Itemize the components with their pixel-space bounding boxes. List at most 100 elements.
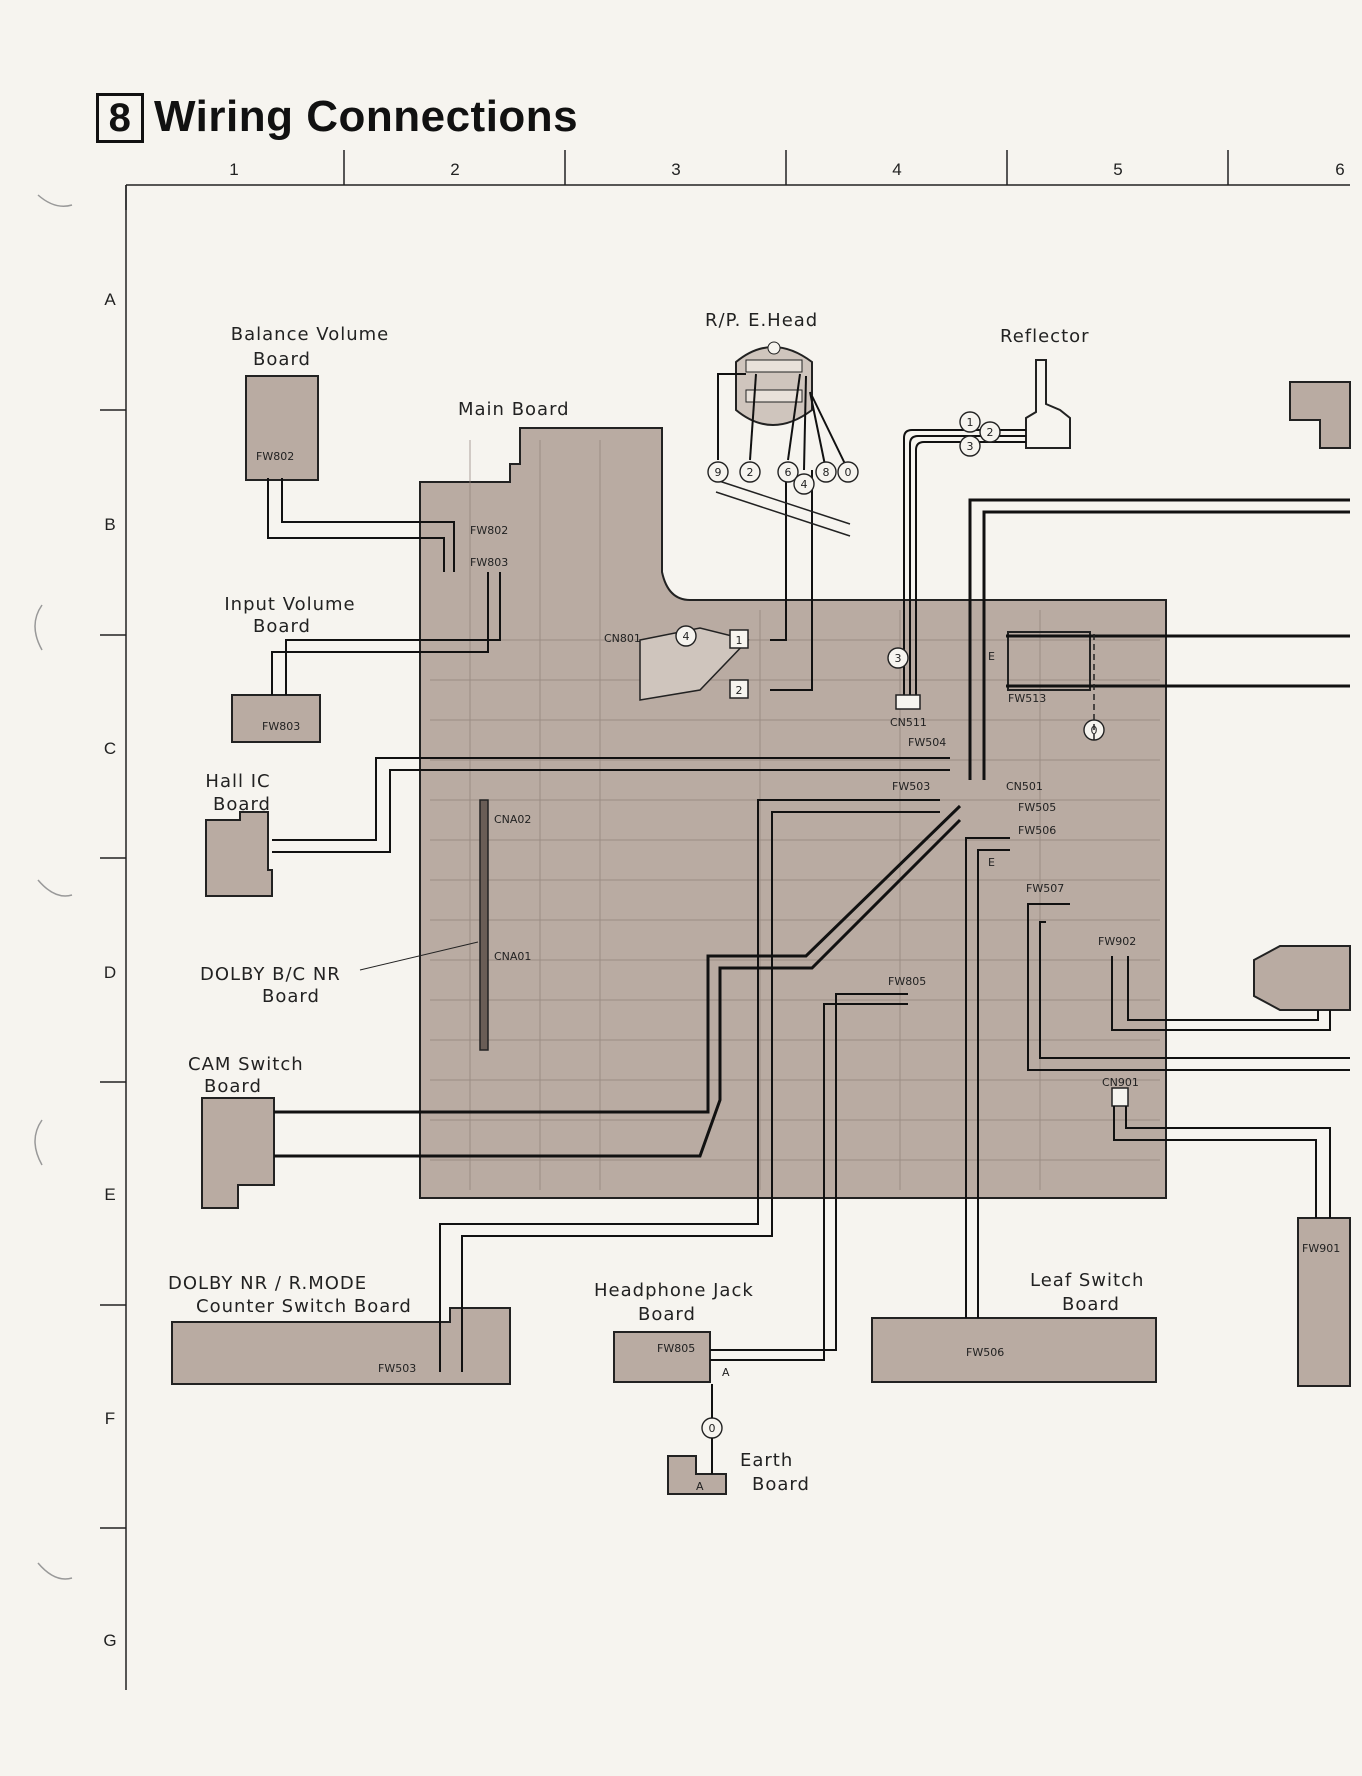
grid-col-3: 3 bbox=[671, 160, 680, 179]
mark-0: 0 bbox=[845, 466, 852, 479]
balance-volume-label-2: Board bbox=[253, 349, 311, 370]
fw504-label: FW504 bbox=[908, 736, 946, 749]
mark-8: 8 bbox=[823, 466, 830, 479]
fw506-label-a: FW506 bbox=[1018, 824, 1056, 837]
head-wire-marks bbox=[707, 461, 859, 495]
grid-col-4: 4 bbox=[892, 160, 901, 179]
cna02-label: CNA02 bbox=[494, 813, 531, 826]
fw506-label-b: FW506 bbox=[966, 1346, 1004, 1359]
cn901-connector bbox=[1111, 1087, 1129, 1107]
dolby-nr-label: DOLBY NR / R.MODE bbox=[168, 1273, 367, 1294]
earth-board bbox=[667, 1455, 727, 1495]
cn511-connector bbox=[895, 694, 921, 710]
mark-earth0: 0 bbox=[709, 1422, 716, 1435]
title-text: Wiring Connections bbox=[154, 92, 579, 141]
leaf-switch-label: Leaf Switch bbox=[1030, 1270, 1144, 1291]
grid-row-f: F bbox=[105, 1409, 115, 1428]
grid-col-2: 2 bbox=[450, 160, 459, 179]
dolby-bc-label-2: Board bbox=[262, 986, 320, 1007]
harness-wires bbox=[267, 478, 1350, 1372]
right-board-top bbox=[1289, 381, 1351, 449]
cam-switch-label-2: Board bbox=[204, 1076, 262, 1097]
grid-col-6: 6 bbox=[1335, 160, 1344, 179]
mark-4: 4 bbox=[801, 478, 808, 491]
fw805-label-b: FW805 bbox=[657, 1342, 695, 1355]
balance-volume-label: Balance Volume bbox=[231, 324, 389, 345]
headphone-jack-board bbox=[613, 1331, 711, 1383]
fw505-label: FW505 bbox=[1018, 801, 1056, 814]
counter-switch-board bbox=[171, 1307, 511, 1385]
fw803-label-a: FW803 bbox=[262, 720, 300, 733]
input-volume-label-2: Board bbox=[253, 616, 311, 637]
mark-cn3: 3 bbox=[895, 652, 902, 665]
binder-marks bbox=[34, 194, 73, 1580]
cn801-connector bbox=[639, 625, 750, 701]
input-volume-label: Input Volume bbox=[224, 594, 355, 615]
fw507-label: FW507 bbox=[1026, 882, 1064, 895]
head-break-lines bbox=[715, 479, 851, 537]
fw503-label-a: FW503 bbox=[892, 780, 930, 793]
fw513-connector bbox=[1007, 631, 1091, 691]
mark-r1: 1 bbox=[967, 416, 974, 429]
mark-6: 6 bbox=[785, 466, 792, 479]
dolby-bc-leader bbox=[359, 941, 479, 971]
cn511-label: CN511 bbox=[890, 716, 927, 729]
dolby-nr-label-2: Counter Switch Board bbox=[196, 1296, 412, 1317]
fw802-label-a: FW802 bbox=[256, 450, 294, 463]
grid-row-e: E bbox=[104, 1185, 115, 1204]
cn501-label: CN501 bbox=[1006, 780, 1043, 793]
grid-col-1: 1 bbox=[229, 160, 238, 179]
mark-leaf0: 0 bbox=[1091, 724, 1098, 737]
right-board-fw901 bbox=[1297, 1217, 1351, 1387]
fw803-label-b: FW803 bbox=[470, 556, 508, 569]
right-board-fw902 bbox=[1253, 945, 1351, 1011]
cna01-label: CNA01 bbox=[494, 950, 531, 963]
mark-a2: A bbox=[696, 1480, 704, 1493]
section-number: 8 bbox=[96, 93, 144, 143]
dolby-bc-label: DOLBY B/C NR bbox=[200, 964, 341, 985]
fw902-label: FW902 bbox=[1098, 935, 1136, 948]
grid-row-g: G bbox=[103, 1631, 116, 1650]
grid-row-c: C bbox=[104, 739, 116, 758]
earth-label: Earth bbox=[740, 1450, 793, 1471]
fw503-label-b: FW503 bbox=[378, 1362, 416, 1375]
headphone-label-2: Board bbox=[638, 1304, 696, 1325]
grid-row-d: D bbox=[104, 963, 116, 982]
cn801-label: CN801 bbox=[604, 632, 641, 645]
reflector-label: Reflector bbox=[1000, 326, 1090, 347]
leaf-switch-label-2: Board bbox=[1062, 1294, 1120, 1315]
grid-frame bbox=[100, 150, 1350, 1690]
mark-r3: 3 bbox=[967, 440, 974, 453]
grid-row-a: A bbox=[104, 290, 116, 309]
mark-cn4: 4 bbox=[683, 630, 690, 643]
reflector-wires bbox=[887, 411, 1026, 695]
mark-9: 9 bbox=[715, 466, 722, 479]
grid-col-5: 5 bbox=[1113, 160, 1122, 179]
mark-r2: 2 bbox=[987, 426, 994, 439]
mark-e2: E bbox=[988, 650, 995, 663]
mark-2: 2 bbox=[747, 466, 754, 479]
fw805-label-a: FW805 bbox=[888, 975, 926, 988]
head-wires bbox=[717, 373, 849, 691]
fw802-label-b: FW802 bbox=[470, 524, 508, 537]
fw513-label: FW513 bbox=[1008, 692, 1046, 705]
cam-switch-label: CAM Switch bbox=[188, 1054, 304, 1075]
reflector bbox=[1025, 359, 1071, 449]
mark-box1: 1 bbox=[736, 634, 743, 647]
hall-ic-label: Hall IC bbox=[205, 771, 270, 792]
dolby-bc-board-edge bbox=[479, 799, 489, 1051]
leaf-switch-board bbox=[871, 1317, 1157, 1383]
cam-switch-board bbox=[201, 1097, 275, 1209]
balance-volume-board bbox=[245, 375, 319, 481]
mark-e1: E bbox=[988, 856, 995, 869]
input-volume-board bbox=[231, 694, 321, 743]
rpe-head bbox=[735, 341, 813, 426]
earth-label-2: Board bbox=[752, 1474, 810, 1495]
grid-row-b: B bbox=[104, 515, 115, 534]
hall-ic-label-2: Board bbox=[213, 794, 271, 815]
fw901-label: FW901 bbox=[1302, 1242, 1340, 1255]
headphone-label: Headphone Jack bbox=[594, 1280, 754, 1301]
rpe-head-label: R/P. E.Head bbox=[705, 310, 818, 331]
mark-box2: 2 bbox=[736, 684, 743, 697]
